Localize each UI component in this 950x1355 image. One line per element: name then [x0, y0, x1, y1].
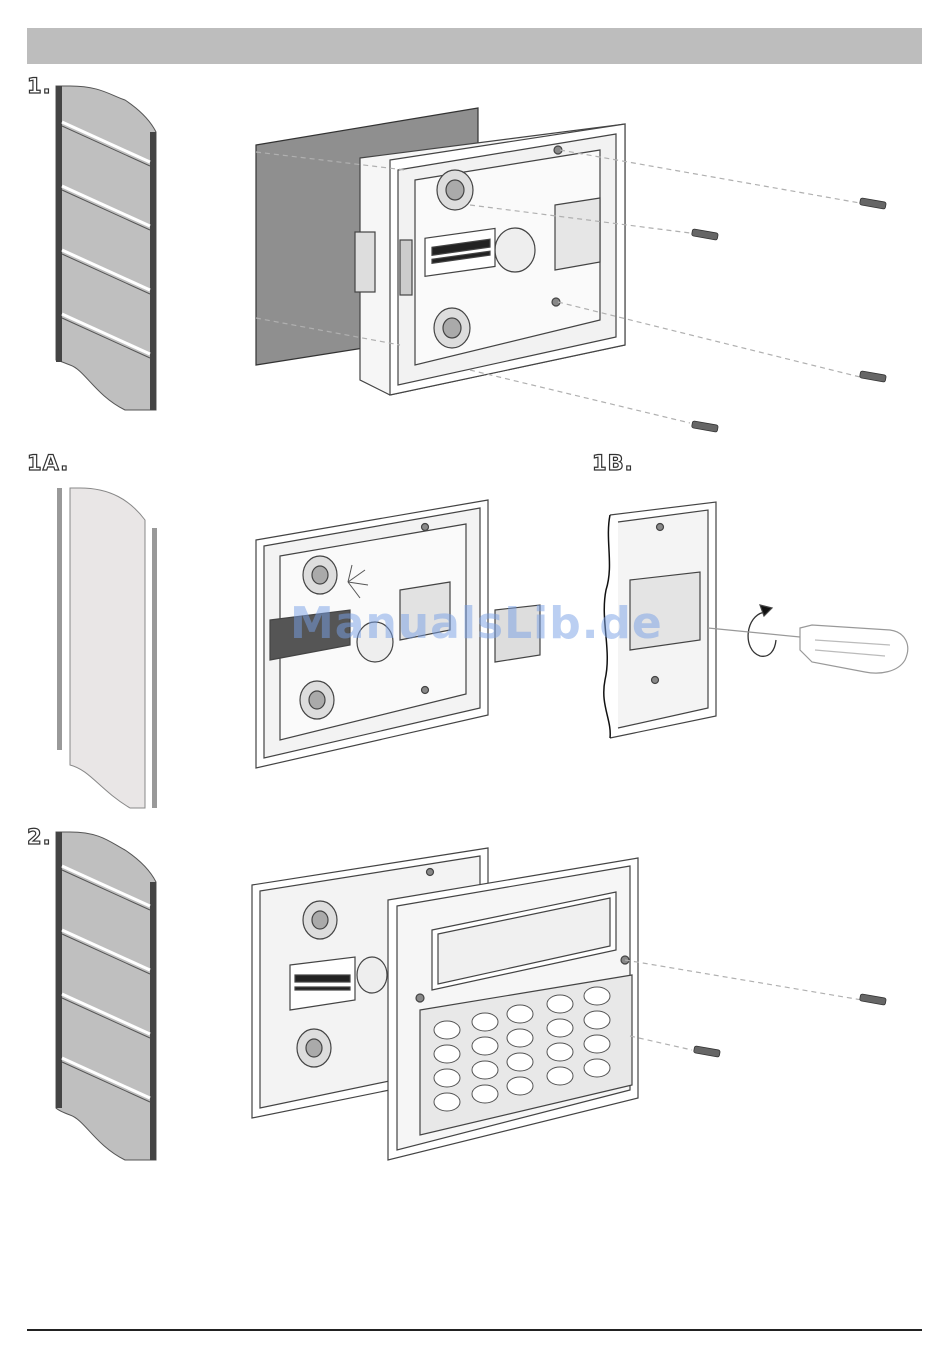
footer-rule	[27, 1329, 922, 1331]
screws-2	[694, 994, 887, 1057]
back-box-exploded-1	[256, 108, 625, 395]
wall-section-2	[56, 832, 156, 1160]
screws-1	[692, 198, 887, 432]
wall-section-1a	[57, 488, 157, 808]
screw-guides-2	[625, 960, 862, 1050]
keypad-front	[388, 858, 638, 1160]
watermark: ManualsLib.de	[290, 598, 663, 649]
wall-section-1	[56, 86, 156, 410]
